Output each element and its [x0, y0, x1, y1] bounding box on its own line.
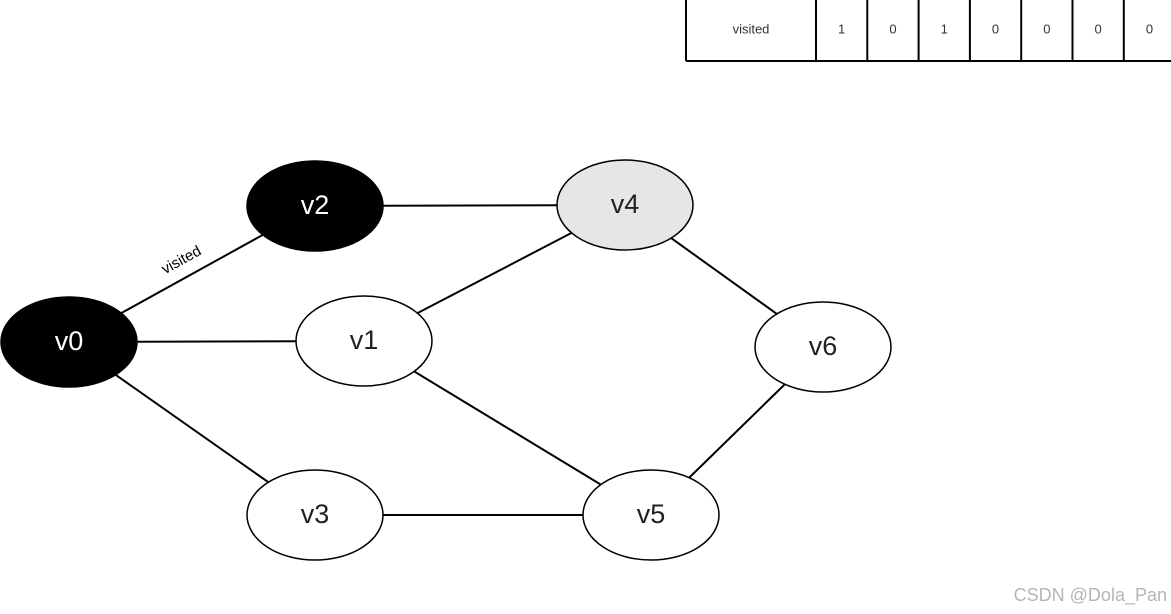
table-cell-value: 0	[992, 21, 999, 36]
node-v3: v3	[246, 469, 384, 561]
node-v1-label: v1	[350, 325, 379, 355]
edge-v2-v4	[382, 204, 558, 207]
node-v3-shape	[246, 469, 384, 561]
table-cell-value: 0	[1043, 21, 1050, 36]
edge-layer: visited	[115, 204, 786, 516]
edge-v1-v5	[413, 370, 602, 486]
edge-v1-v4	[416, 231, 573, 315]
node-v2: v2	[246, 160, 384, 252]
table-cell-value: 0	[1095, 21, 1102, 36]
node-v4: v4	[556, 159, 694, 251]
node-v5-label: v5	[637, 499, 666, 529]
node-v2-label: v2	[301, 190, 330, 220]
node-v2-shape	[246, 160, 384, 252]
node-v3-label: v3	[301, 499, 330, 529]
node-v1: v1	[295, 295, 433, 387]
node-layer: v0 v1 v2 v3 v4 v5 v6	[0, 159, 892, 561]
edge-v5-v6	[688, 383, 786, 479]
table-cell-value: 0	[889, 21, 896, 36]
table-row-label: visited	[733, 21, 770, 36]
node-v6-label: v6	[809, 331, 838, 361]
edge-v0-v2	[120, 233, 264, 315]
node-v6: v6	[754, 301, 892, 393]
watermark-text: CSDN @Dola_Pan	[1013, 585, 1167, 605]
node-v1-shape	[295, 295, 433, 387]
node-v4-label: v4	[611, 189, 640, 219]
node-v5-shape	[582, 469, 720, 561]
edge-v0-v3	[115, 373, 269, 484]
node-v4-shape	[556, 159, 694, 251]
table-cell-value: 0	[1146, 21, 1153, 36]
node-v0-label: v0	[55, 326, 84, 356]
edge-label-v0-v2: visited	[159, 242, 204, 277]
visited-table: visited 1 0 1 0 0 0 0	[685, 0, 1171, 62]
table-cell-value: 1	[941, 21, 948, 36]
node-v0-shape	[0, 296, 138, 388]
node-v5: v5	[582, 469, 720, 561]
node-v6-shape	[754, 301, 892, 393]
table-cell-value: 1	[838, 21, 845, 36]
edge-v4-v6	[670, 237, 778, 315]
edge-v0-v1	[136, 340, 297, 343]
node-v0: v0	[0, 296, 138, 388]
